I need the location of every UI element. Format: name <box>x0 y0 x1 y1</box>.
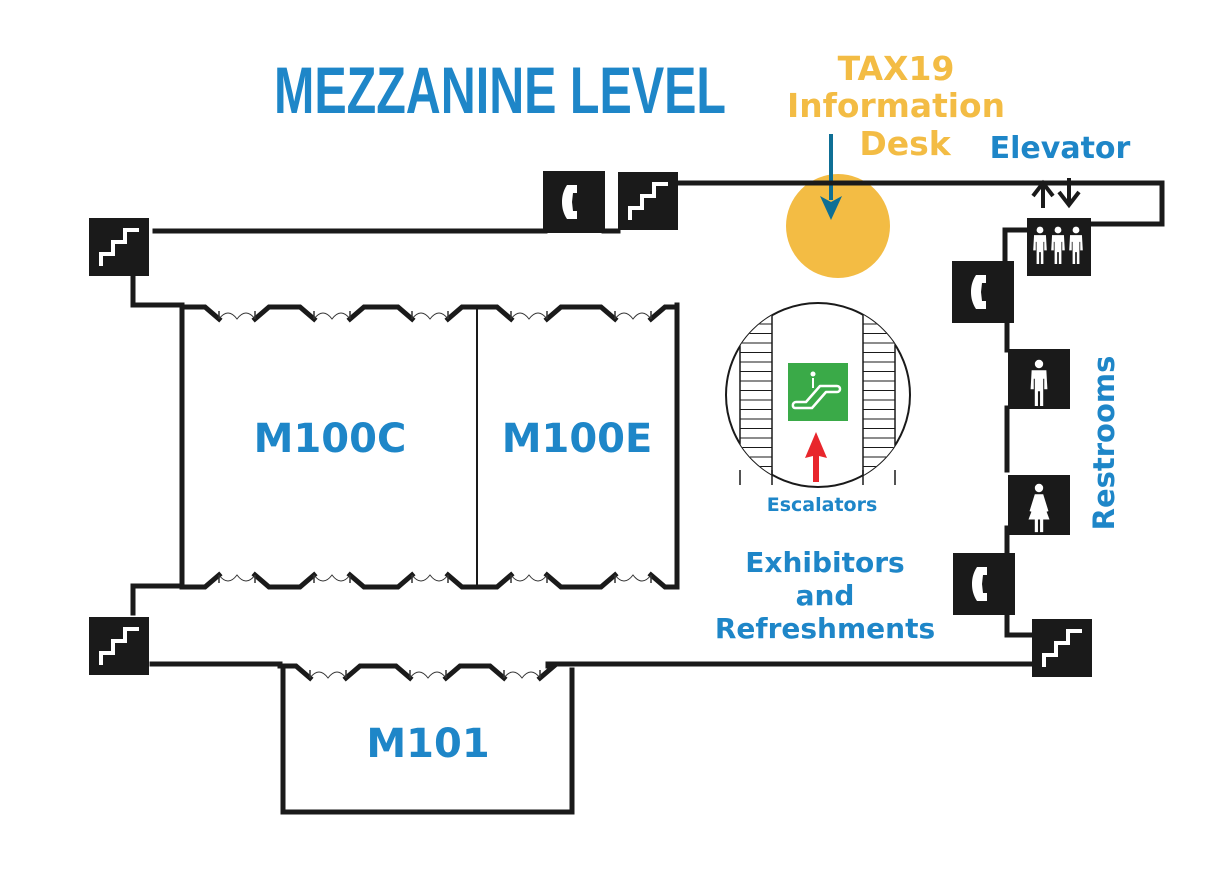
escalators-label: Escalators <box>767 494 878 516</box>
phone-icon-right-upper[interactable] <box>952 261 1014 323</box>
door <box>614 312 652 320</box>
exhibitors-label-line1: Exhibitors <box>745 546 904 579</box>
elevator-down-arrow-icon <box>1057 178 1081 209</box>
map-title: MEZZANINE LEVEL <box>274 53 726 127</box>
info-desk-arrow-icon <box>820 134 842 220</box>
mens-restroom-icon[interactable] <box>1008 349 1070 409</box>
room-block-m101 <box>277 663 575 815</box>
info-desk-label-line2: Information <box>787 86 1005 125</box>
restrooms-label: Restrooms <box>1087 356 1121 531</box>
escalator-area[interactable] <box>725 300 911 490</box>
stairs-icon-top-center[interactable] <box>616 170 680 232</box>
door <box>309 671 347 679</box>
wall-elevator-connector <box>1002 227 1030 265</box>
door <box>313 574 351 582</box>
wall-right <box>1004 319 1033 638</box>
stairs-icon-top-left[interactable] <box>87 216 151 278</box>
elevator-icon[interactable] <box>1027 218 1091 276</box>
room-label-m100c[interactable]: M100C <box>254 416 407 462</box>
wall-left-lower-connector <box>130 583 185 616</box>
information-desk-marker[interactable] <box>786 174 890 278</box>
door <box>411 574 449 582</box>
escalator-arrow-icon <box>805 432 827 482</box>
wall-top-upper <box>677 180 1165 227</box>
exhibitors-label-line3: Refreshments <box>715 612 935 645</box>
exhibitors-label-line2: and <box>796 579 855 612</box>
wall-left-upper-connector <box>130 275 185 308</box>
stairs-icon-bottom-left[interactable] <box>87 615 151 677</box>
room-label-m100e[interactable]: M100E <box>502 416 653 462</box>
door <box>313 312 351 320</box>
elevator-up-arrow-icon <box>1031 179 1055 208</box>
stairs-icon-bottom-right[interactable] <box>1030 617 1094 679</box>
info-desk-label-line3: Desk <box>859 124 951 163</box>
door <box>409 671 447 679</box>
door <box>503 671 541 679</box>
door <box>510 312 548 320</box>
room-block-m100 <box>179 302 680 590</box>
info-desk-label-line1: TAX19 <box>838 49 955 88</box>
phone-icon-right-lower[interactable] <box>953 553 1015 615</box>
elevator-label: Elevator <box>990 131 1131 166</box>
room-label-m101[interactable]: M101 <box>366 721 489 767</box>
door <box>510 574 548 582</box>
escalator-icon <box>788 363 848 421</box>
door <box>411 312 449 320</box>
door <box>614 574 652 582</box>
phone-icon-top[interactable] <box>543 171 605 233</box>
door <box>218 574 256 582</box>
womens-restroom-icon[interactable] <box>1008 475 1070 535</box>
door <box>218 312 256 320</box>
